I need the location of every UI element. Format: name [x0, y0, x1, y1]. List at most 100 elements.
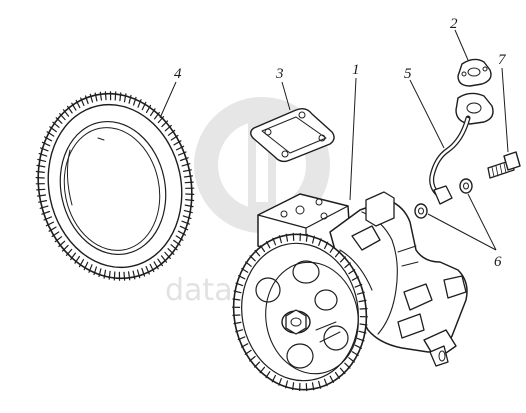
label-7: 7 — [498, 52, 507, 68]
gear-tooth — [65, 248, 73, 256]
gear-tooth — [167, 129, 176, 136]
gear-tooth — [43, 136, 53, 142]
gear-tooth — [359, 323, 368, 326]
gear-tooth — [74, 255, 81, 264]
gear-tooth — [51, 231, 60, 238]
gear-tooth — [356, 337, 365, 342]
part-pump-drive-gear — [232, 232, 368, 392]
gear-tooth — [344, 362, 351, 369]
gear-tooth — [233, 321, 242, 325]
gear-tooth — [177, 230, 186, 236]
gear-tooth — [245, 261, 252, 267]
leader-4 — [159, 81, 177, 119]
gear-tooth — [71, 102, 77, 111]
gear-tooth — [184, 204, 194, 208]
gear-tooth — [55, 117, 63, 124]
callout-labels: 4 3 1 2 5 7 6 — [174, 16, 507, 270]
leader-2 — [454, 29, 469, 61]
gear-tooth — [83, 261, 89, 271]
gear-tooth — [145, 266, 150, 275]
gear-tooth — [137, 99, 142, 108]
gear-tooth — [358, 299, 367, 303]
gear-tooth — [36, 188, 46, 191]
gear-tooth — [271, 374, 276, 383]
gear-tooth — [70, 252, 77, 261]
gear-tooth — [354, 283, 363, 288]
gear-tooth — [123, 271, 126, 281]
gear-tooth — [141, 101, 147, 111]
gear-tooth — [238, 275, 246, 280]
gear-tooth — [348, 357, 355, 363]
gear-tooth — [52, 121, 60, 128]
gear-tooth — [89, 93, 94, 103]
gear-tooth — [94, 92, 98, 102]
gear-tooth — [182, 169, 192, 172]
gear-tooth — [157, 258, 163, 267]
gear-tooth — [318, 380, 322, 389]
gear-tooth — [181, 220, 190, 225]
gear-tooth — [311, 382, 315, 391]
gear-tooth — [254, 249, 261, 257]
part-gasket-2 — [457, 58, 492, 87]
gear-tooth — [312, 235, 315, 244]
label-5: 5 — [404, 66, 412, 82]
gear-tooth — [149, 263, 155, 273]
label-2: 2 — [450, 16, 458, 32]
gear-tooth — [179, 225, 189, 231]
gear-tooth — [84, 95, 89, 105]
gear-tooth — [173, 239, 181, 246]
part-gear-ring — [35, 91, 195, 281]
gear-tooth — [62, 109, 70, 117]
part-oil-tube — [429, 92, 494, 205]
gear-tooth — [259, 366, 266, 374]
gear-tooth — [334, 371, 340, 379]
label-1: 1 — [352, 62, 360, 78]
gear-tooth — [38, 200, 48, 203]
gear-tooth — [278, 235, 282, 244]
gear-tooth — [145, 104, 152, 114]
gear-tooth — [66, 105, 73, 114]
gear-tooth — [356, 291, 365, 295]
gear-tooth — [58, 240, 66, 248]
gear-tooth — [323, 378, 328, 387]
gear-tooth — [160, 255, 168, 263]
leader-1 — [349, 77, 357, 201]
gear-tooth — [39, 147, 49, 152]
gear-tooth — [249, 255, 256, 262]
gear-tooth — [108, 270, 111, 280]
gear-tooth — [285, 233, 289, 242]
gear-tooth — [35, 170, 45, 173]
gear-tooth — [175, 145, 185, 151]
gear-tooth — [170, 244, 178, 251]
gear-tooth — [104, 91, 107, 101]
gear-tooth — [93, 266, 98, 276]
gear-tooth — [235, 282, 244, 287]
gear-tooth — [78, 259, 85, 268]
gear-tooth — [244, 349, 252, 355]
gear-tooth — [237, 336, 246, 341]
label-4: 4 — [174, 66, 182, 82]
gear-tooth — [41, 210, 51, 215]
gear-tooth — [46, 131, 55, 137]
gear-tooth — [318, 238, 322, 246]
gear-tooth — [254, 361, 261, 368]
gear-tooth — [183, 210, 193, 214]
gear-tooth — [292, 382, 295, 391]
gear-tooth — [334, 250, 341, 258]
gear-tooth — [235, 329, 244, 333]
gear-tooth — [344, 262, 351, 269]
gear-tooth — [175, 235, 184, 241]
gear-tooth — [358, 330, 367, 334]
gear-tooth — [164, 251, 171, 259]
gear-tooth — [128, 271, 131, 281]
gear-tooth — [272, 237, 277, 246]
gear-tooth — [339, 367, 346, 375]
part-gasket-3 — [250, 107, 335, 163]
gear-tooth — [157, 115, 165, 124]
leader-7 — [501, 67, 509, 153]
gear-tooth — [351, 276, 360, 281]
gear-tooth — [305, 233, 308, 242]
gear-tooth — [39, 205, 49, 209]
gear-tooth — [114, 91, 117, 101]
